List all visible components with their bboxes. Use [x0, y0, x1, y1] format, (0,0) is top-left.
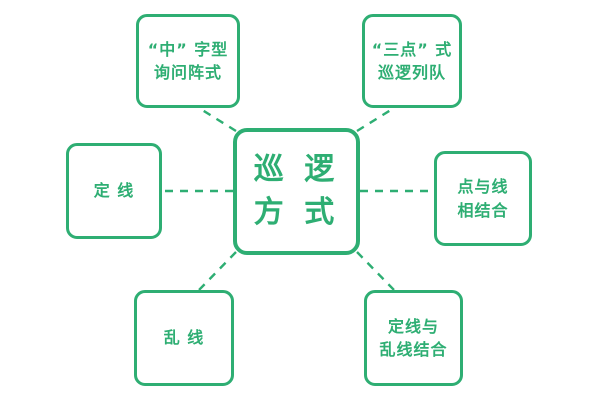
connector-center-to-top-left: [198, 106, 237, 133]
branch-node-right[interactable]: 点与线 相结合: [434, 151, 532, 246]
branch-node-top-left[interactable]: “中” 字型 询问阵式: [136, 14, 240, 108]
branch-bottom-left-line-1: 乱 线: [163, 328, 205, 348]
center-node-line-1: 巡 逻: [253, 151, 340, 187]
branch-top-right-line-1: “三点” 式: [371, 39, 453, 59]
branch-bottom-right-line-2: 乱线结合: [379, 340, 448, 359]
branch-right-line-1: 点与线: [457, 177, 509, 197]
center-node-line-2: 方 式: [253, 194, 340, 230]
connector-center-to-top-right: [356, 106, 395, 133]
branch-top-left-line-1: “中” 字型: [147, 39, 229, 59]
branch-right-line-2: 相结合: [457, 200, 509, 220]
branch-node-left[interactable]: 定 线: [66, 143, 162, 239]
branch-node-bottom-left[interactable]: 乱 线: [134, 290, 234, 386]
connector-center-to-bottom-left: [198, 251, 237, 291]
branch-node-top-right[interactable]: “三点” 式 巡逻列队: [362, 14, 462, 108]
branch-top-right-line-2: 巡逻列队: [377, 63, 446, 82]
branch-node-bottom-right[interactable]: 定线与 乱线结合: [364, 290, 463, 386]
branch-bottom-right-line-1: 定线与: [387, 316, 439, 336]
connector-center-to-bottom-right: [356, 251, 395, 291]
center-node[interactable]: 巡 逻 方 式: [233, 128, 360, 255]
branch-left-line-1: 定 线: [93, 181, 135, 201]
branch-top-left-line-2: 询问阵式: [153, 63, 222, 82]
